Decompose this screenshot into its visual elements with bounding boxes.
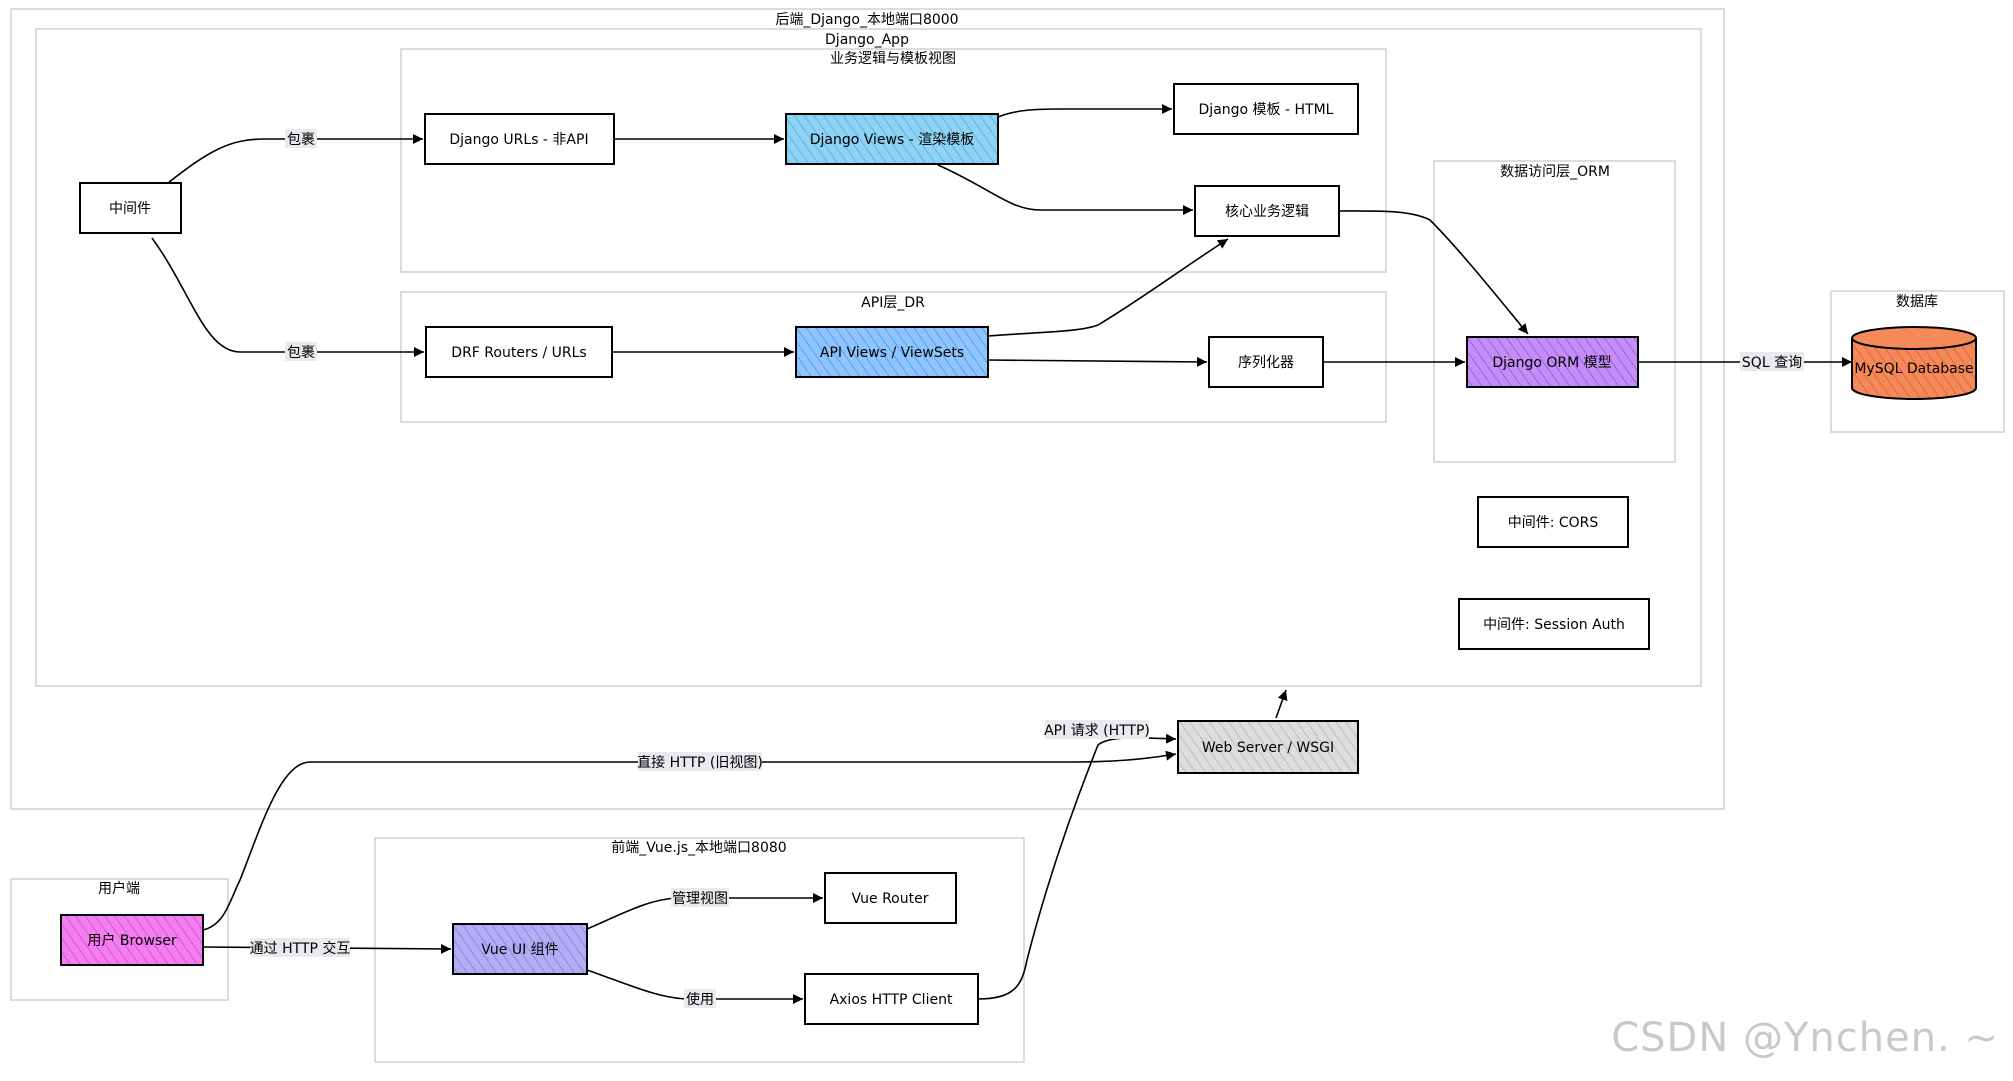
node-api-views: API Views / ViewSets [820, 345, 964, 361]
node-mysql: MySQL Database [1854, 361, 1973, 377]
node-session-auth-box [1458, 598, 1650, 650]
edge-label-direct-http: 直接 HTTP (旧视图) [637, 754, 763, 771]
node-drf-routers-box [425, 326, 613, 378]
node-web-server-box [1177, 720, 1359, 774]
group-orm-layer-label: 数据访问层_ORM [1500, 164, 1610, 180]
edge-axios-to-webserver [977, 733, 1177, 1000]
edge-label-manage-view: 管理视图 [672, 891, 728, 907]
node-middleware-box [79, 182, 182, 234]
group-api-layer [400, 291, 1387, 423]
edge-label-wrap-2: 包裹 [287, 345, 315, 361]
edge-api-views-to-serializer [987, 356, 1208, 367]
node-api-views-box [795, 326, 989, 378]
group-django-app [35, 28, 1702, 687]
group-frontend [374, 837, 1025, 1063]
watermark: CSDN @Ynchen. ~ [1611, 1015, 1999, 1061]
group-orm-layer [1433, 160, 1676, 463]
edge-label-use: 使用 [686, 991, 714, 1008]
node-core-logic-box [1194, 185, 1340, 237]
group-biz-view [400, 48, 1387, 273]
node-cors-box [1477, 496, 1629, 548]
node-mysql-cylinder [1851, 326, 1977, 400]
node-vue-ui-box [452, 923, 588, 975]
edge-views-to-template [997, 104, 1172, 118]
node-vue-router: Vue Router [852, 891, 929, 907]
edge-browser-direct-http [202, 750, 1177, 931]
edge-views-to-core-logic [937, 164, 1193, 215]
group-django-app-label: Django_App [825, 32, 909, 48]
edge-webserver-up [1275, 689, 1288, 719]
node-serializer-box [1208, 336, 1324, 388]
node-session-auth: 中间件: Session Auth [1483, 617, 1625, 633]
node-serializer: 序列化器 [1238, 355, 1294, 371]
node-drf-routers: DRF Routers / URLs [451, 345, 586, 361]
node-user-browser-box [60, 914, 204, 966]
node-axios-box [804, 973, 979, 1025]
group-frontend-label: 前端_Vue.js_本地端口8080 [611, 839, 786, 856]
node-vue-ui: Vue UI 组件 [481, 942, 558, 958]
node-user-browser: 用户 Browser [87, 932, 176, 949]
group-database-label: 数据库 [1896, 294, 1938, 310]
node-django-template-box [1173, 83, 1359, 135]
edge-core-logic-to-orm [1338, 210, 1529, 335]
group-api-layer-label: API层_DR [861, 295, 925, 311]
node-django-template: Django 模板 - HTML [1199, 102, 1334, 118]
node-django-urls-box [424, 113, 615, 165]
edge-label-api-request: API 请求 (HTTP) [1044, 723, 1150, 739]
node-orm-model-box [1466, 336, 1639, 388]
node-core-logic: 核心业务逻辑 [1225, 204, 1309, 220]
edge-api-views-to-core-logic [987, 238, 1229, 337]
edge-label-via-http: 通过 HTTP 交互 [250, 940, 351, 957]
edge-middleware-to-drf-routers [151, 237, 424, 357]
node-orm-model: Django ORM 模型 [1492, 355, 1611, 371]
group-user-side-label: 用户端 [98, 880, 140, 897]
group-biz-view-label: 业务逻辑与模板视图 [830, 51, 956, 67]
group-user-side [10, 878, 229, 1001]
node-django-views-box [785, 113, 999, 165]
node-axios: Axios HTTP Client [830, 992, 953, 1008]
edge-label-wrap-1: 包裹 [287, 132, 315, 148]
group-backend-label: 后端_Django_本地端口8000 [775, 12, 958, 28]
group-backend [10, 8, 1725, 810]
node-middleware: 中间件 [109, 201, 151, 217]
node-django-urls: Django URLs - 非API [449, 132, 588, 148]
node-vue-router-box [824, 872, 957, 924]
node-django-views: Django Views - 渲染模板 [810, 132, 975, 148]
edge-label-sql-query: SQL 查询 [1742, 355, 1802, 371]
edge-middleware-to-django-urls [167, 134, 423, 184]
node-cors: 中间件: CORS [1508, 515, 1599, 531]
node-web-server: Web Server / WSGI [1202, 740, 1334, 756]
